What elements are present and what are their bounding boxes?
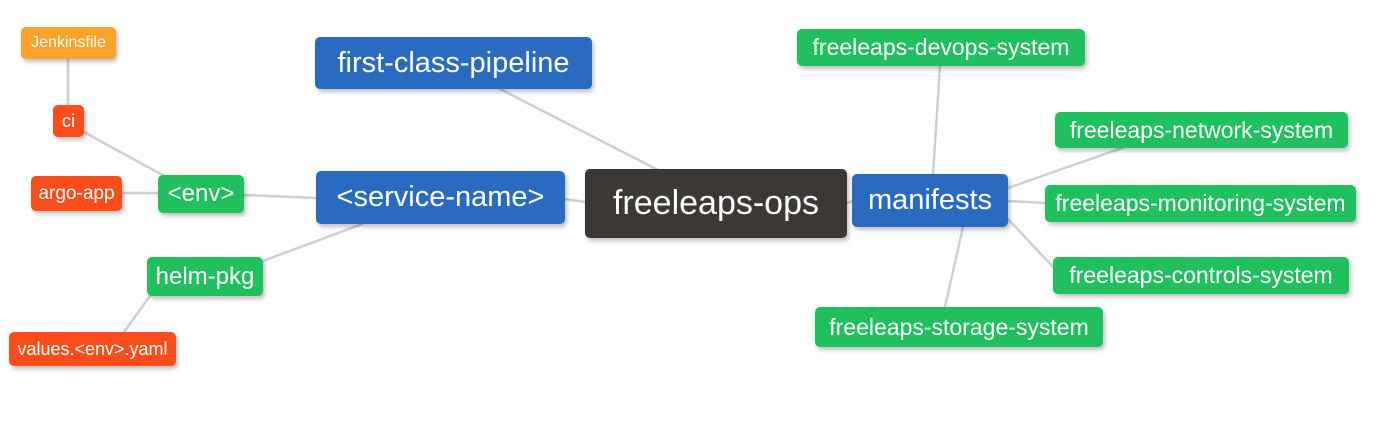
edge-manifests-controls [1006, 217, 1057, 271]
node-jenkinsfile[interactable]: Jenkinsfile [21, 27, 116, 59]
node-freeleaps-devops-system[interactable]: freeleaps-devops-system [797, 29, 1085, 66]
edge-manifests-devops [931, 64, 942, 176]
node-env[interactable]: <env> [158, 175, 244, 213]
edge-service-name-ops [563, 197, 587, 204]
node-ci[interactable]: ci [53, 105, 84, 137]
node-service-name[interactable]: <service-name> [316, 171, 565, 224]
node-values-env-yaml[interactable]: values.<env>.yaml [9, 332, 176, 366]
edge-helm-pkg-service-name [261, 222, 364, 263]
edge-values-helm-pkg [122, 294, 152, 334]
edge-manifests-storage [943, 225, 965, 309]
edge-manifests-network [1006, 146, 1124, 190]
node-freeleaps-storage-system[interactable]: freeleaps-storage-system [815, 307, 1103, 347]
edge-ci-env [82, 130, 168, 179]
node-manifests[interactable]: manifests [852, 174, 1008, 227]
node-freeleaps-network-system[interactable]: freeleaps-network-system [1055, 112, 1348, 148]
node-first-class-pipeline[interactable]: first-class-pipeline [315, 37, 592, 89]
node-helm-pkg[interactable]: helm-pkg [147, 257, 263, 296]
edge-pipeline-ops [498, 87, 660, 172]
node-freeleaps-ops-root[interactable]: freeleaps-ops [585, 169, 847, 238]
node-freeleaps-monitoring-system[interactable]: freeleaps-monitoring-system [1045, 185, 1356, 222]
node-argo-app[interactable]: argo-app [31, 176, 122, 211]
node-freeleaps-controls-system[interactable]: freeleaps-controls-system [1053, 257, 1349, 294]
edge-env-service-name [242, 193, 318, 200]
edge-manifests-monitoring [1006, 199, 1047, 205]
